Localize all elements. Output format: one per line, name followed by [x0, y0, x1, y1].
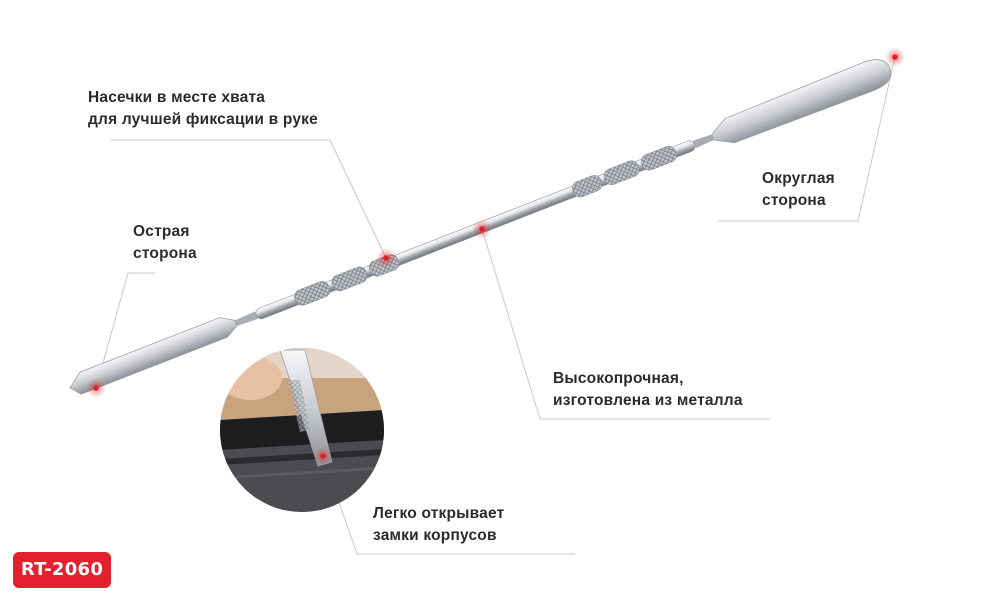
callout-dot-icon [472, 219, 492, 239]
model-badge: RT-2060 [13, 552, 111, 588]
label-high-strength: Высокопрочная, изготовлена из металла [553, 370, 743, 409]
label-opens-latches: Легко открывает замки корпусов [373, 505, 505, 544]
callout-dot-icon [86, 378, 106, 398]
leader-sharp-diag [95, 272, 155, 389]
leader-round [718, 56, 896, 222]
callout-dots [86, 47, 905, 465]
callout-dot-icon [376, 248, 396, 268]
leader-notches [110, 139, 387, 259]
leader-lines [95, 56, 896, 555]
label-notches: Насечки в месте хвата для лучшей фиксаци… [88, 89, 318, 128]
callout-dot-icon [314, 447, 332, 465]
label-round-side: Округлая сторона [762, 170, 835, 209]
leader-strong [481, 228, 770, 420]
label-sharp-side: Острая сторона [133, 223, 197, 262]
callout-dot-icon [885, 47, 905, 67]
inset-photo [220, 348, 384, 512]
round-blade [711, 59, 892, 144]
